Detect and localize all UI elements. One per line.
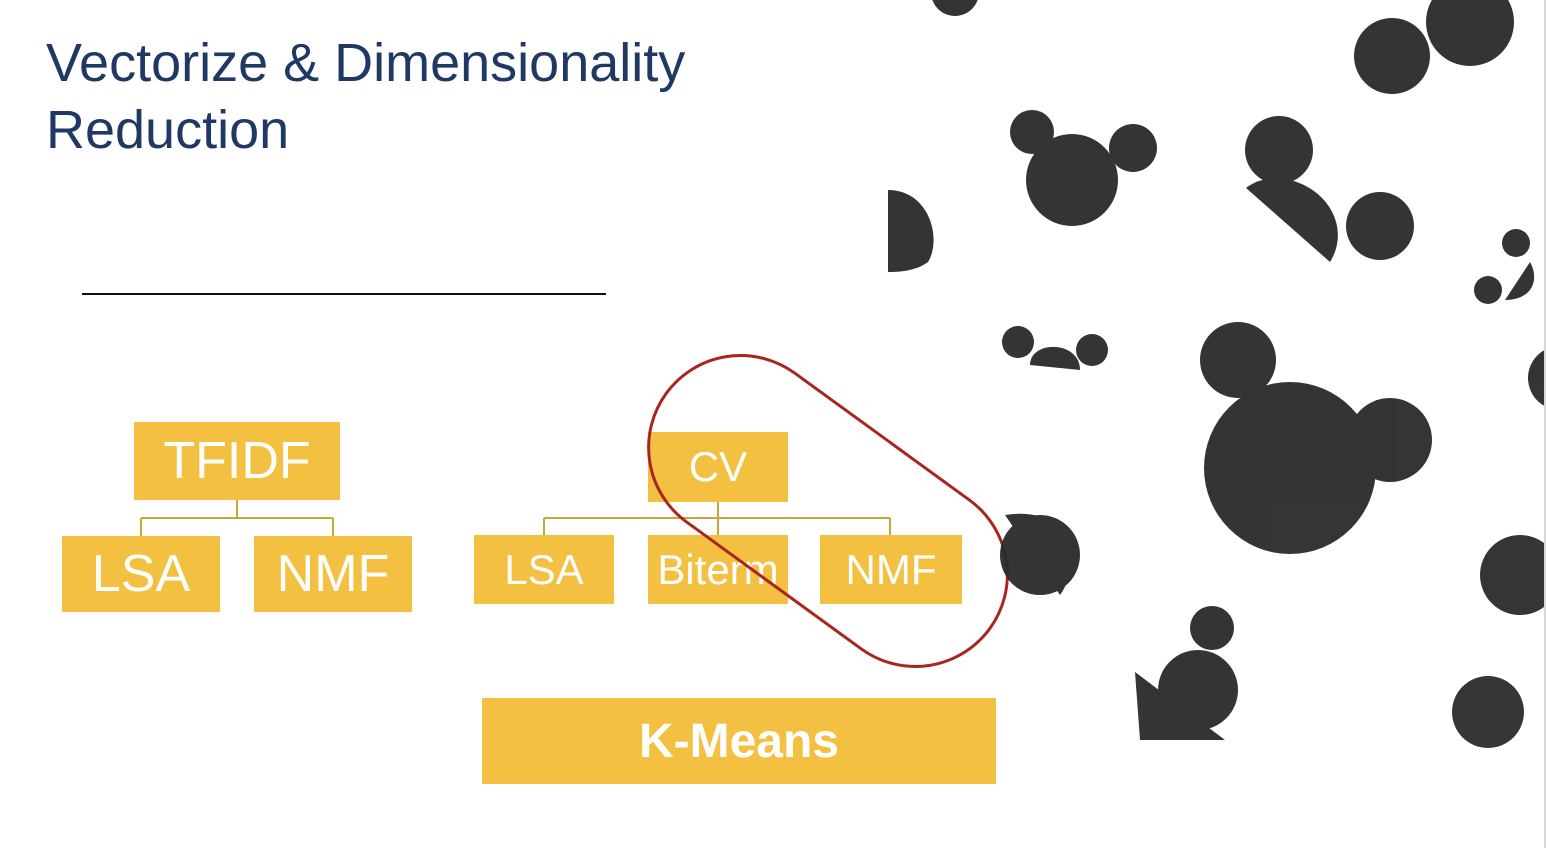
tfidf-lsa-node: LSA xyxy=(62,536,220,612)
slide-edge xyxy=(1544,0,1546,848)
cv-nmf-node: NMF xyxy=(820,535,962,604)
cv-node: CV xyxy=(648,432,788,502)
title-underline xyxy=(82,293,606,295)
tfidf-nmf-node: NMF xyxy=(254,536,412,612)
tfidf-node: TFIDF xyxy=(134,422,340,500)
cv-lsa-node: LSA xyxy=(474,535,614,604)
kmeans-node: K-Means xyxy=(482,698,996,784)
slide-title: Vectorize & Dimensionality Reduction xyxy=(46,33,686,160)
